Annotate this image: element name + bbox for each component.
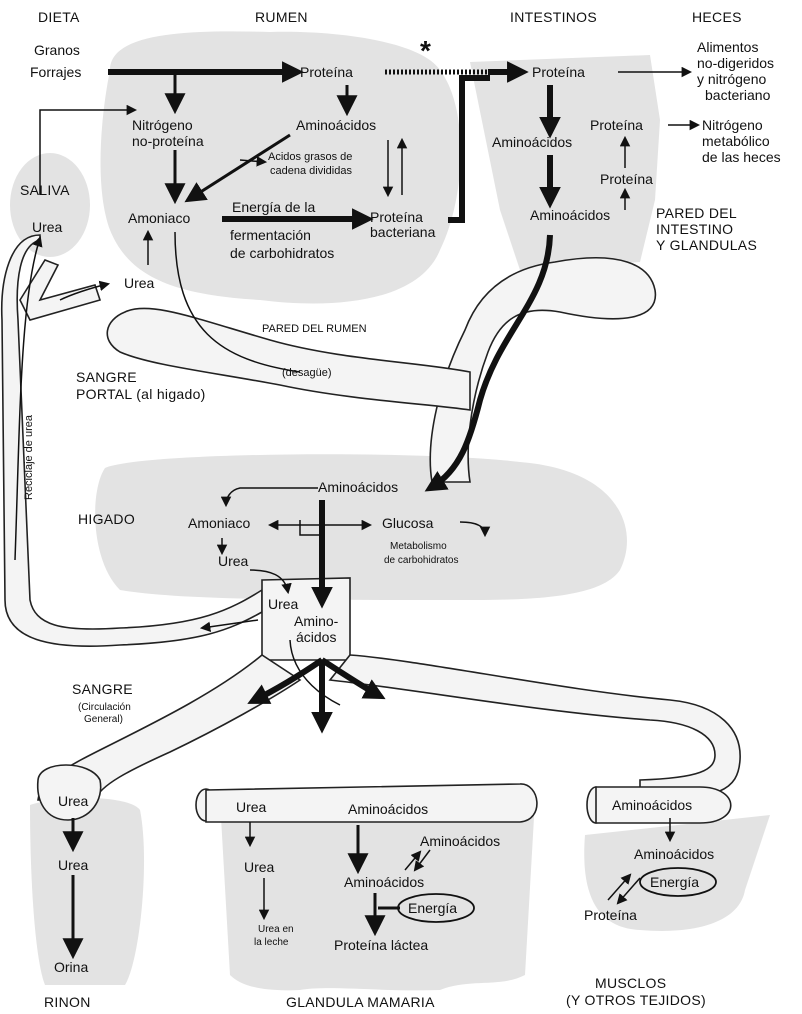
label-proteina-rumen: Proteína	[300, 64, 353, 80]
label-amino-acidos-1: Amino-	[294, 613, 339, 629]
label-aminoacidos-mamaria-3: Aminoácidos	[344, 874, 424, 890]
label-forrajes: Forrajes	[30, 64, 81, 80]
label-nitrogeno-metabolico-3: de las heces	[702, 149, 781, 165]
header-musclos: MUSCLOS	[595, 975, 666, 991]
header-sangre-portal-2: PORTAL (al higado)	[76, 386, 206, 402]
energia-musculo-ring	[639, 867, 717, 897]
label-nitrogeno-np-2: no-proteína	[132, 133, 204, 149]
label-nitrogeno-metabolico-2: metabólico	[702, 133, 770, 149]
label-metabolismo-2: de carbohidratos	[384, 555, 459, 566]
kidney-vessel	[36, 764, 102, 821]
arrows	[14, 61, 701, 960]
label-aminoacidos-musculo-1: Aminoácidos	[612, 797, 692, 813]
label-aminoacidos-int-2: Aminoácidos	[530, 207, 610, 223]
label-alimentos-2: no-digeridos	[697, 55, 774, 71]
label-urea-mamaria-2: Urea	[244, 859, 275, 875]
label-amoniaco-rumen: Amoniaco	[128, 210, 190, 226]
header-heces: HECES	[692, 9, 742, 25]
label-nitrogeno-np-1: Nitrógeno	[132, 117, 193, 133]
label-proteina-musculo: Proteína	[584, 907, 637, 923]
label-metabolismo-1: Metabolismo	[390, 541, 447, 552]
label-aminoacidos-mamaria-1: Aminoácidos	[348, 801, 428, 817]
label-proteina-pared: Proteína	[590, 117, 643, 133]
kidney-region	[30, 798, 145, 985]
energia-mamaria-ring	[397, 893, 475, 923]
header-rinon: RINON	[44, 994, 91, 1010]
blood-vessels	[0, 234, 741, 824]
label-amoniaco-higado: Amoniaco	[188, 515, 250, 531]
saliva-branch	[19, 259, 102, 321]
label-aminoacidos-higado: Aminoácidos	[318, 479, 398, 495]
header-pared-intestino-1: PARED DEL	[656, 205, 737, 221]
label-acidos-grasos-1: Acidos grasos de	[268, 151, 352, 163]
header-sangre-portal-1: SANGRE	[76, 369, 137, 385]
recycling-vein	[0, 234, 263, 647]
header-dieta: DIETA	[38, 9, 80, 25]
label-urea-leche-2: la leche	[254, 937, 289, 948]
label-orina: Orina	[54, 959, 88, 975]
label-proteina-pared-2: Proteína	[600, 171, 653, 187]
header-pared-rumen: PARED DEL RUMEN	[262, 323, 367, 335]
label-alimentos-1: Alimentos	[697, 39, 758, 55]
header-otros-tejidos: (Y OTROS TEJIDOS)	[566, 992, 706, 1008]
header-glandula-mamaria: GLANDULA MAMARIA	[286, 994, 435, 1010]
asterisk-mark: *	[420, 35, 431, 66]
label-urea-sangre: Urea	[268, 596, 299, 612]
label-urea-saliva: Urea	[32, 219, 63, 235]
rumen-region	[100, 31, 461, 304]
mammary-vessel	[205, 783, 538, 823]
label-alimentos-3: y nitrógeno	[697, 71, 766, 87]
intestine-region	[470, 55, 660, 270]
portal-vein-rumen	[106, 307, 471, 411]
label-reciclaje: Reciclaje de urea	[23, 414, 35, 500]
header-pared-intestino-3: Y GLANDULAS	[656, 237, 757, 253]
label-proteina-bacteriana-2: bacteriana	[370, 224, 436, 240]
label-energia-musculo: Energía	[650, 874, 699, 890]
label-urea-rumen: Urea	[124, 275, 155, 291]
header-saliva: SALIVA	[20, 182, 70, 198]
muscle-vessel	[595, 786, 732, 824]
header-circulacion-2: General)	[84, 714, 123, 725]
label-energia-3: de carbohidratos	[230, 245, 334, 261]
label-alimentos-4: bacteriano	[705, 87, 771, 103]
label-urea-mamaria-1: Urea	[236, 799, 267, 815]
general-circulation-right	[328, 654, 741, 801]
label-proteina-bacteriana-1: Proteína	[370, 209, 423, 225]
label-amino-acidos-2: ácidos	[296, 629, 336, 645]
label-urea-higado: Urea	[218, 553, 249, 569]
mammary-region	[220, 800, 535, 991]
section-headers: DIETA RUMEN INTESTINOS HECES SALIVA PARE…	[20, 9, 757, 1010]
saliva-region	[10, 153, 90, 257]
muscle-region	[584, 815, 770, 931]
node-labels: Granos Forrajes Proteína Proteína Alimen…	[23, 39, 781, 975]
liver-region	[95, 454, 627, 600]
label-desague: (desagüe)	[282, 367, 332, 379]
label-aminoacidos-mamaria-2: Aminoácidos	[420, 833, 500, 849]
label-urea-rinon-1: Urea	[58, 793, 89, 809]
portal-vein-intestine	[429, 256, 657, 483]
label-aminoacidos-rumen: Aminoácidos	[296, 117, 376, 133]
label-aminoacidos-musculo-2: Aminoácidos	[634, 846, 714, 862]
header-circulacion-1: (Circulación	[78, 702, 131, 713]
label-urea-leche-1: Urea en	[258, 924, 294, 935]
label-acidos-grasos-2: cadena divididas	[270, 165, 352, 177]
label-glucosa: Glucosa	[382, 515, 434, 531]
header-higado: HIGADO	[78, 511, 135, 527]
label-granos: Granos	[34, 42, 80, 58]
label-energia-1: Energía de la	[232, 199, 315, 215]
label-nitrogeno-metabolico-1: Nitrógeno	[702, 117, 763, 133]
label-aminoacidos-int-1: Aminoácidos	[492, 134, 572, 150]
label-proteina-lactea: Proteína láctea	[334, 937, 428, 953]
label-proteina-intestino: Proteína	[532, 64, 585, 80]
header-pared-intestino-2: INTESTINO	[656, 221, 733, 237]
label-energia-2: fermentación	[230, 227, 311, 243]
header-intestinos: INTESTINOS	[510, 9, 597, 25]
header-sangre-general: SANGRE	[72, 681, 133, 697]
header-rumen: RUMEN	[255, 9, 308, 25]
label-urea-rinon-2: Urea	[58, 857, 89, 873]
label-energia-mamaria: Energía	[408, 900, 457, 916]
